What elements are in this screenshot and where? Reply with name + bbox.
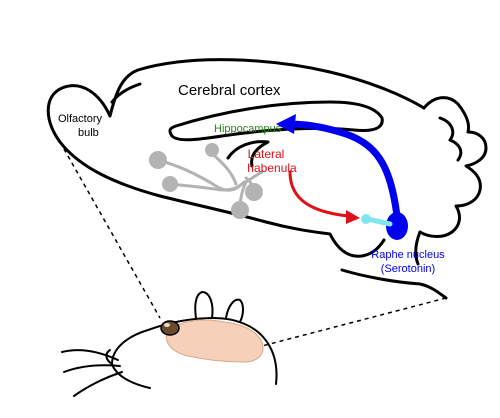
cerebellum-inner-fold — [438, 116, 463, 162]
habenula-to-raphe-arrow — [288, 170, 350, 218]
rat-eye — [160, 320, 180, 336]
habenula-pathway — [288, 170, 360, 224]
cerebral-cortex-label: Cerebral cortex — [178, 82, 281, 99]
raphe-to-hippocampus-arrow — [284, 120, 402, 228]
habenula-fold — [226, 140, 270, 168]
raphe-arrowhead — [276, 114, 296, 134]
brainstem-right-edge — [414, 230, 422, 266]
rat-brain-shape — [165, 319, 264, 363]
hippocampus-label: Hippocampus — [214, 123, 282, 135]
olfactory-bulb-label-line2: bulb — [78, 127, 99, 139]
olfactory-nuclei — [149, 143, 263, 219]
lateral-habenula-label-line1: Lateral — [248, 147, 285, 161]
rat-head — [61, 291, 278, 397]
hippocampus-outline — [168, 100, 384, 142]
raphe-terminal — [361, 214, 371, 224]
raphe-nucleus-label-line1: Raphe nucleus — [371, 249, 445, 261]
raphe-nucleus-body — [386, 212, 408, 240]
habenula-arrowhead — [346, 210, 360, 224]
ventral-outline — [58, 140, 386, 258]
rat-ear-right — [225, 298, 244, 323]
lateral-habenula-label-line2: habenula — [247, 161, 297, 175]
olfactory-bulb-outline — [46, 58, 426, 144]
rat-head-outline — [111, 317, 278, 385]
raphe-nucleus-label-line2: (Serotonin) — [381, 263, 435, 275]
brain-outline — [46, 58, 488, 300]
cerebellum-folds — [418, 96, 488, 238]
cortex-fold-upper — [110, 82, 142, 104]
raphe-pathway — [276, 114, 408, 240]
olfactory-bulb-label-line1: Olfactory — [58, 113, 103, 125]
rat-ear-left — [194, 291, 214, 319]
zoom-guide-lines — [59, 141, 447, 347]
brainstem-outline — [340, 268, 448, 300]
